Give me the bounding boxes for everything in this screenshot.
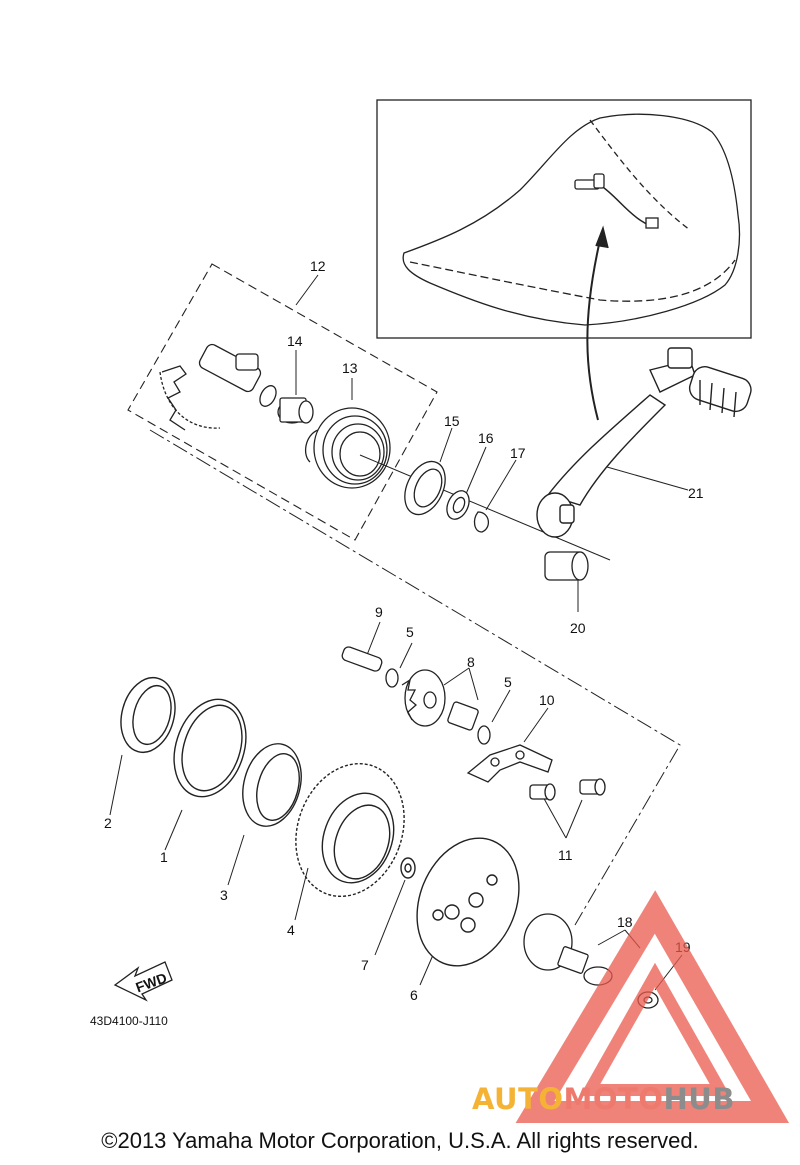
inset-seat-view <box>376 99 752 421</box>
part-label: 10 <box>539 692 555 708</box>
part-label: 4 <box>287 922 295 938</box>
kick-lever-21 <box>536 347 752 538</box>
part-label: 12 <box>310 258 326 274</box>
part-label: 1 <box>160 849 168 865</box>
part-label: 21 <box>688 485 704 501</box>
fwd-arrow-icon <box>113 961 173 1002</box>
watermark-brand: AUTOMOTOHUB <box>472 1082 735 1116</box>
part-label: 7 <box>361 957 369 973</box>
part-label: 13 <box>342 360 358 376</box>
watermark-moto: MOTO <box>563 1082 664 1116</box>
watermark-hub: HUB <box>663 1082 735 1116</box>
watermark-triangle-logo <box>515 890 790 1123</box>
part-label: 20 <box>570 620 586 636</box>
fwd-label: FWD <box>133 969 168 995</box>
leader-lines <box>109 274 689 991</box>
part-label: 3 <box>220 887 228 903</box>
part-label: 15 <box>444 413 460 429</box>
part-label: 18 <box>617 914 633 930</box>
copyright-text: ©2013 Yamaha Motor Corporation, U.S.A. A… <box>101 1128 699 1153</box>
part-label: 17 <box>510 445 526 461</box>
part-label: 11 <box>558 847 573 863</box>
clutch-assembly <box>120 676 520 967</box>
part-label: 9 <box>375 604 383 620</box>
part-label: 14 <box>287 333 303 349</box>
kick-axle-assembly <box>159 343 391 489</box>
watermark-auto: AUTO <box>472 1082 564 1116</box>
part-label: 2 <box>104 815 112 831</box>
part-label: 6 <box>410 987 418 1003</box>
assembly-box-12 <box>127 263 438 541</box>
bushing-20 <box>544 551 589 581</box>
plate-10-screws-11 <box>466 744 606 801</box>
part-label: 8 <box>467 654 475 670</box>
part-label: 5 <box>406 624 414 640</box>
part-label: 5 <box>504 674 512 690</box>
washers-15-16-17 <box>404 460 489 533</box>
diagram-code: 43D4100-J110 <box>90 1014 168 1028</box>
idler-gear-assembly <box>341 646 491 745</box>
part-label: 16 <box>478 430 494 446</box>
